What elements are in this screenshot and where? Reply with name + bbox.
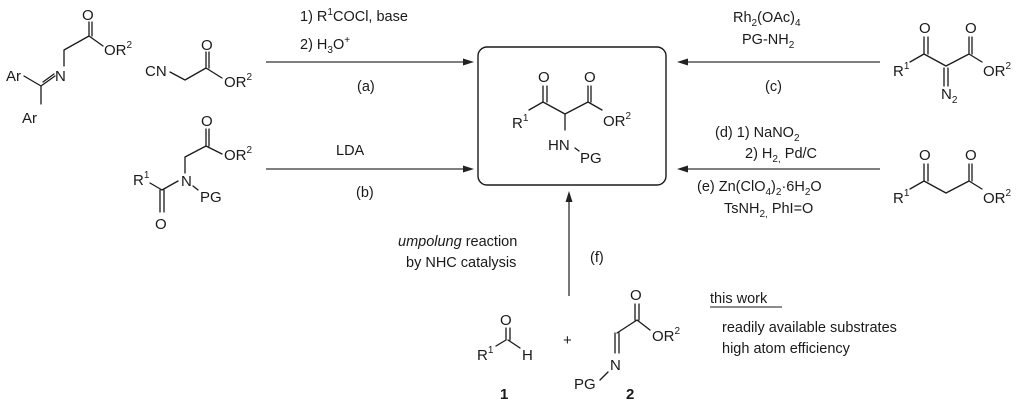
condition-a-line2: 2) H3O+ [300,35,350,56]
route-de: (d) 1) NaNO2 2) H2, Pd/C (e) Zn(ClO4)2·6… [677,125,880,220]
atom-n: N [610,357,621,374]
arrowhead-a [463,58,474,66]
substrate-n-acyl-glycinate: O OR2 R1 N PG O [133,113,253,233]
arrowhead-c [677,58,688,66]
plus-sign: + [563,332,572,349]
this-work-title: this work [710,291,768,307]
arrowhead-de [677,165,688,173]
atom-cn: CN [145,63,167,80]
group-pg: PG [200,189,222,206]
ester-or: OR2 [983,188,1012,207]
ester-or: OR2 [603,111,632,130]
route-a: 1) R1COCl, base 2) H3O+ (a) [266,7,474,95]
route-c: Rh2(OAc)4 PG-NH2 (c) [677,10,880,95]
route-f-description-line2: by NHC catalysis [406,255,516,271]
atom-o: O [155,216,167,233]
group-pg: PG [574,376,596,393]
this-work-point: high atom efficiency [722,341,851,357]
substrate-ketoester: O O R1 OR2 [893,147,1012,207]
condition-e-line2: TsNH2, PhI=O [724,201,813,220]
atom-ar: Ar [22,110,37,127]
atom-n: N [181,173,192,190]
reagent-b: LDA [336,143,365,159]
this-work-point: readily available substrates [722,320,897,336]
condition-c-line2: PG-NH2 [742,32,795,51]
route-b: LDA (b) [266,143,474,201]
atom-r1: R1 [893,188,910,207]
arrowhead-f [565,191,573,202]
condition-e-line1: (e) Zn(ClO4)2·6H2O [697,179,822,198]
substrate-cyanoacetate: CN O OR2 [145,37,253,91]
arrowhead-b [463,165,474,173]
atom-o: O [201,113,213,130]
atom-o: O [584,69,596,86]
target-product-box: O O R1 OR2 HN PG [477,46,667,186]
ester-or: OR2 [224,145,253,164]
route-f-description-line1: umpolung reaction [398,234,517,250]
route-f: umpolung reaction by NHC catalysis (f) [398,191,604,296]
compound-1-aldehyde: O R1 H 1 [477,312,533,403]
substrate-diazo-ketoester: O O R1 OR2 N2 [893,20,1012,106]
atom-h: H [522,347,533,364]
this-work-panel: this work readily available substrates h… [710,291,897,357]
atom-r1: R1 [477,345,494,364]
label-b: (b) [356,185,374,201]
atom-o: O [919,20,931,37]
atom-o: O [82,7,94,24]
ester-or: OR2 [224,72,253,91]
atom-o: O [965,20,977,37]
atom-o: O [500,312,512,329]
compound-2-iminoester: O OR2 N PG 2 [574,287,681,403]
atom-ar: Ar [6,68,21,85]
ester-or: OR2 [983,61,1012,80]
atom-r1: R1 [512,113,529,132]
condition-c-line1: Rh2(OAc)4 [733,10,801,29]
ester-or: OR2 [652,326,681,345]
atom-n2: N2 [941,86,958,106]
atom-o: O [538,69,550,86]
condition-d-line2: 2) H2, Pd/C [745,146,817,165]
group-pg: PG [580,150,602,167]
atom-o: O [201,37,213,54]
atom-n: N [55,68,66,85]
atom-r1: R1 [133,170,150,189]
substrate-imine-glycinate: Ar Ar N O OR2 [6,7,133,127]
ester-or: OR2 [104,40,133,59]
condition-d-line1: (d) 1) NaNO2 [715,125,800,144]
atom-o: O [965,147,977,164]
label-c: (c) [765,79,782,95]
target-frame [477,46,667,186]
label-f: (f) [590,250,604,266]
atom-hn: HN [548,137,570,154]
atom-r1: R1 [893,61,910,80]
atom-o: O [630,287,642,304]
condition-a-line1: 1) R1COCl, base [300,7,408,25]
compound-number-1: 1 [500,386,508,403]
atom-o: O [919,147,931,164]
label-a: (a) [357,79,375,95]
compound-number-2: 2 [626,386,634,403]
